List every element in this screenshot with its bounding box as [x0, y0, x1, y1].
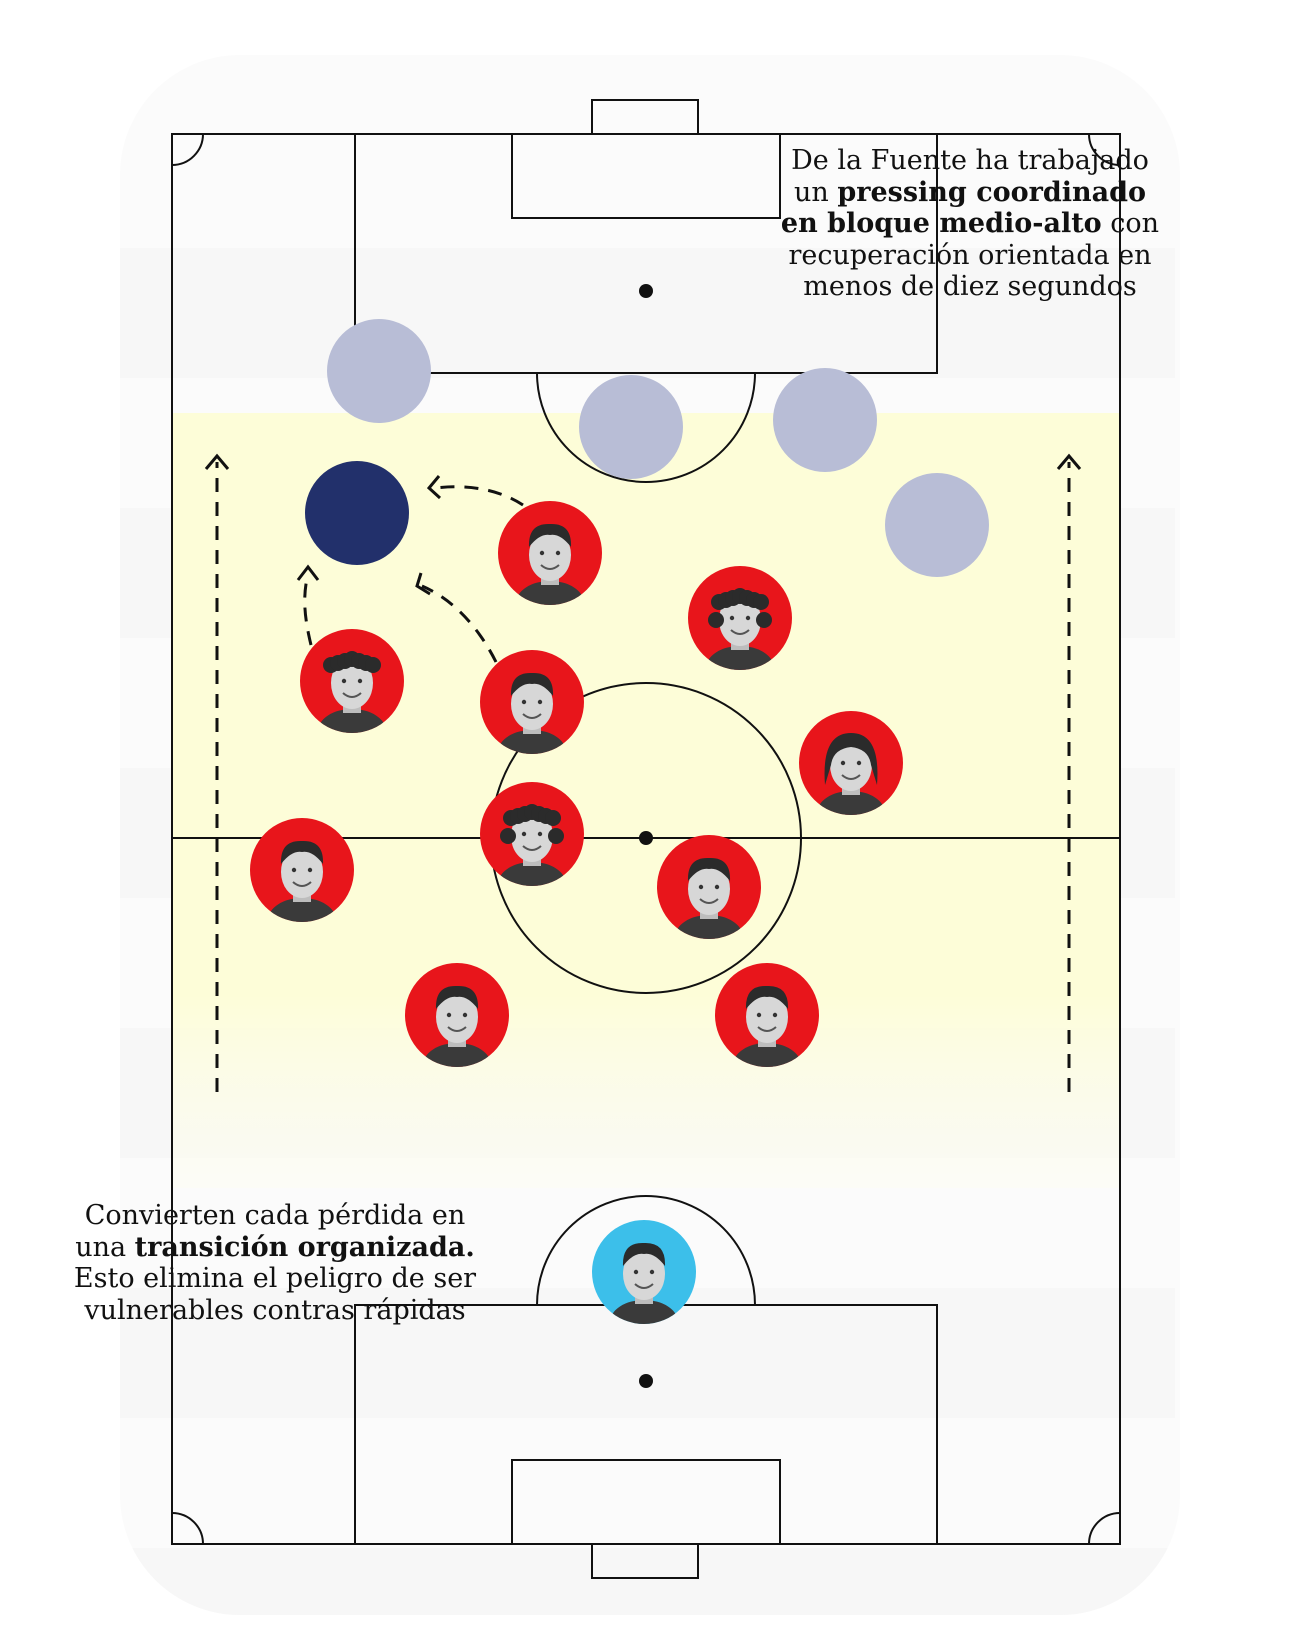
player-photo-icon — [250, 818, 354, 922]
bottom-penalty-spot — [639, 1374, 653, 1388]
annotation-text: vulnerables contras rápidas — [84, 1294, 466, 1326]
dashed-arrow-icon — [415, 572, 498, 663]
player-photo-icon — [715, 963, 819, 1067]
player-photo-icon — [405, 963, 509, 1067]
opponent-marker-icon — [579, 375, 683, 479]
annotation-bold: transición organizada. — [134, 1231, 475, 1263]
dashed-arrow-icon — [426, 475, 524, 507]
annotation-text: menos de diez segundos — [803, 271, 1137, 302]
annotation-bold: pressing coordinado — [837, 176, 1147, 208]
opponents — [305, 319, 989, 577]
player-photo-icon — [498, 501, 602, 605]
bottom-penalty-arc — [536, 1195, 756, 1306]
annotation-text: con — [1110, 208, 1160, 239]
dashed-arrow-icon — [296, 564, 320, 646]
annotation-text: una — [75, 1231, 127, 1263]
dashed-arrow-icon — [1056, 453, 1082, 1092]
annotation-text: recuperación orientada en — [788, 239, 1152, 271]
dashed-arrow-icon — [204, 453, 230, 1092]
transition-annotation: Convierten cada pérdida en una transició… — [70, 1200, 480, 1326]
player-photo-icon — [480, 782, 584, 886]
annotation-text: Esto elimina el peligro de ser — [73, 1263, 477, 1294]
opponent-marker-icon — [327, 319, 431, 423]
top-goal-area — [511, 133, 781, 219]
player-photo-icon — [688, 566, 792, 670]
annotation-text: De la Fuente ha trabajado — [791, 145, 1149, 176]
annotation-text: Convierten cada pérdida en — [84, 1200, 466, 1231]
corner-arc-bottom-right — [1088, 1512, 1121, 1545]
annotation-text: un — [793, 176, 829, 208]
opponent-marker-icon — [885, 473, 989, 577]
annotation-bold: en bloque medio-alto — [780, 208, 1102, 239]
corner-arc-top-right — [1088, 133, 1121, 166]
spain-players — [250, 501, 903, 1324]
center-spot — [639, 831, 653, 845]
top-penalty-spot — [639, 284, 653, 298]
press-arrows — [204, 453, 1082, 1092]
player-photo-icon — [480, 650, 584, 754]
bottom-goal — [591, 1543, 699, 1579]
player-photo-icon — [799, 711, 903, 815]
corner-arc-top-left — [171, 133, 204, 166]
opponent-ball-carrier-icon — [305, 461, 409, 565]
top-penalty-arc — [536, 372, 756, 483]
player-photo-icon — [300, 629, 404, 733]
corner-arc-bottom-left — [171, 1512, 204, 1545]
pressing-annotation: De la Fuente ha trabajado un pressing co… — [760, 145, 1180, 303]
opponent-marker-icon — [773, 368, 877, 472]
player-photo-icon — [657, 835, 761, 939]
player-photo-icon — [592, 1220, 696, 1324]
